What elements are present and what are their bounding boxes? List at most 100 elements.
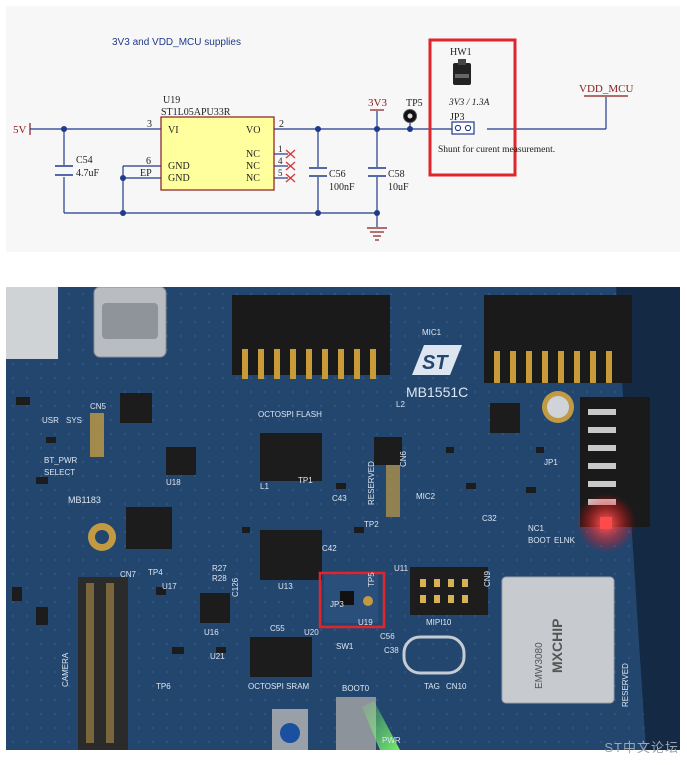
- tp5-testpoint-center: [407, 113, 413, 119]
- module-model: EMW3080: [534, 642, 545, 689]
- label-u19: U19: [358, 618, 373, 627]
- label-tp2: TP2: [364, 520, 379, 529]
- label-usr: USR: [42, 416, 59, 425]
- label-l2: L2: [396, 400, 405, 409]
- label-octospi-sram: OCTOSPI SRAM: [248, 682, 310, 691]
- hw1-ref: HW1: [450, 47, 472, 58]
- top-header-right: [484, 295, 632, 383]
- pin-num-2: 2: [279, 119, 284, 130]
- c58-value: 10uF: [388, 182, 409, 193]
- top-header-left: [232, 295, 390, 379]
- pin-num-1: 1: [278, 144, 283, 154]
- label-u17: U17: [162, 582, 177, 591]
- label-tag: TAG: [424, 682, 440, 691]
- capacitor-c58: [368, 167, 386, 177]
- bluetooth-module: [6, 287, 58, 359]
- pin-num-5: 5: [278, 168, 283, 178]
- pin-nc-3: NC: [246, 173, 260, 184]
- label-u11: U11: [394, 564, 409, 573]
- jp3-jumper-on-board: [340, 591, 354, 605]
- pin-nc-1: NC: [246, 149, 260, 160]
- label-jp3: JP3: [330, 600, 344, 609]
- label-r27: R27: [212, 564, 227, 573]
- c54-value: 4.7uF: [76, 168, 100, 179]
- u19-part: ST1L05APU33R: [161, 107, 231, 118]
- jp3-pin-2: [464, 124, 472, 132]
- label-c38: C38: [384, 646, 399, 655]
- hw1-rating: 3V3 / 1.3A: [448, 98, 490, 108]
- net-label-5v: 5V: [13, 124, 27, 136]
- label-elink: ELNK: [554, 536, 576, 545]
- label-mipi10: MIPI10: [426, 618, 452, 627]
- pin-gnd-1: GND: [168, 161, 190, 172]
- cn5-header: [90, 413, 104, 457]
- wifi-module: [501, 576, 615, 704]
- label-mic2: MIC2: [416, 492, 436, 501]
- c56-value: 100nF: [329, 182, 355, 193]
- label-l1: L1: [260, 482, 269, 491]
- net-label-3v3: 3V3: [368, 97, 387, 109]
- label-c55: C55: [270, 624, 285, 633]
- capacitor-c56: [309, 167, 327, 177]
- label-pwr: PWR: [382, 736, 401, 745]
- label-select: SELECT: [44, 468, 75, 477]
- nc-cross-marks: [285, 149, 296, 183]
- label-sys: SYS: [66, 416, 82, 425]
- schematic-diagram: 3V3 and VDD_MCU supplies 5V: [13, 37, 633, 241]
- label-cn7: CN7: [120, 570, 137, 579]
- camera-connector-cn7: [78, 577, 128, 750]
- pin-num-4: 4: [278, 156, 283, 166]
- camera-connector-pins: [86, 583, 114, 743]
- pin-vo: VO: [246, 125, 260, 136]
- label-u13: U13: [278, 582, 293, 591]
- chip-right: [490, 403, 520, 433]
- label-c42: C42: [322, 544, 337, 553]
- jumper-cap-icon: [453, 59, 471, 85]
- mounting-hole-left-center: [95, 530, 109, 544]
- octospi-flash-chip: [260, 433, 322, 481]
- mipi10-pins: [420, 579, 468, 603]
- mounting-screw: [547, 396, 569, 418]
- red-led: [600, 517, 612, 529]
- label-u21: U21: [210, 652, 225, 661]
- label-u18: U18: [166, 478, 181, 487]
- octospi-sram-chip: [250, 637, 312, 677]
- schematic-title: 3V3 and VDD_MCU supplies: [112, 37, 241, 48]
- board-photo: ST MB1551C MXCHIP EMW3080: [6, 287, 680, 750]
- board-illustration: ST MB1551C MXCHIP EMW3080: [6, 287, 680, 750]
- green-led-beam: [362, 701, 400, 750]
- chip-mid: [374, 437, 402, 465]
- label-tp6: TP6: [156, 682, 171, 691]
- label-u16: U16: [204, 628, 219, 637]
- jumper-highlight-box: [428, 38, 517, 177]
- label-sw1: SW1: [336, 642, 354, 651]
- capacitor-c54: [55, 165, 73, 176]
- jp3-ref: JP3: [450, 112, 464, 123]
- jp3-pin-1: [454, 124, 462, 132]
- module-brand: MXCHIP: [549, 619, 565, 673]
- board-name: MB1551C: [406, 384, 468, 400]
- mcu-chip-u13: [260, 530, 322, 580]
- pin-nc-2: NC: [246, 161, 260, 172]
- tag-connector: [402, 635, 466, 675]
- label-mb1183: MB1183: [68, 495, 101, 505]
- label-cn6: CN6: [399, 450, 408, 467]
- label-jp1: JP1: [544, 458, 558, 467]
- c56-ref: C56: [329, 169, 346, 180]
- u19-ref: U19: [163, 95, 180, 106]
- label-cn9: CN9: [483, 570, 492, 587]
- pin-vi: VI: [168, 125, 179, 136]
- chip-left-1: [120, 393, 152, 423]
- tp5-label: TP5: [406, 98, 423, 109]
- c54-ref: C54: [76, 155, 93, 166]
- label-r28: R28: [212, 574, 227, 583]
- label-octospi-flash: OCTOSPI FLASH: [258, 410, 322, 419]
- board-highlight-box: [318, 571, 386, 629]
- label-tp1: TP1: [298, 476, 313, 485]
- label-tp5: TP5: [367, 572, 376, 587]
- label-c32: C32: [482, 514, 497, 523]
- schematic-panel: 3V3 and VDD_MCU supplies 5V: [6, 6, 680, 252]
- label-reserved: RESERVED: [367, 461, 376, 505]
- label-boot0: BOOT0: [342, 684, 370, 693]
- usb-c-port: [102, 303, 158, 339]
